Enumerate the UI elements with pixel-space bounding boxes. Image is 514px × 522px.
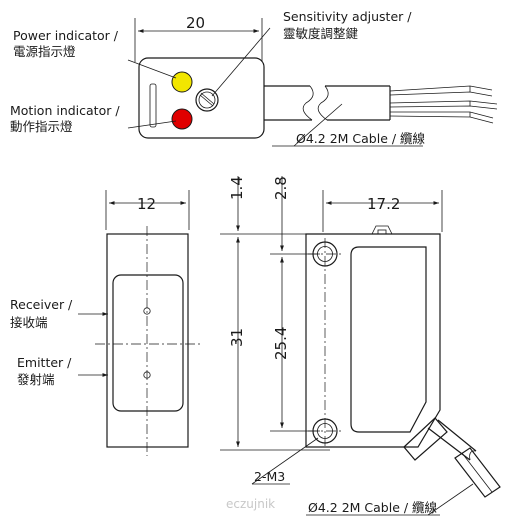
sensor-body-front bbox=[106, 233, 189, 448]
emitter-point bbox=[143, 371, 151, 379]
sensitivity-adjuster-label: Sensitivity adjuster / bbox=[283, 9, 412, 24]
cable-side bbox=[403, 417, 501, 498]
top-view: 20 bbox=[10, 9, 498, 147]
dim-25-4-label: 25.4 bbox=[272, 327, 290, 360]
dim-17-2-label: 17.2 bbox=[367, 195, 400, 213]
emitter-label: Emitter / bbox=[17, 355, 72, 370]
sensitivity-adjuster-knob bbox=[195, 88, 219, 112]
sensor-body-top bbox=[138, 57, 265, 139]
dim-31-label: 31 bbox=[228, 328, 246, 347]
cable-top bbox=[264, 85, 498, 124]
cable-label-top: Ø4.2 2M Cable / 纜線 bbox=[296, 131, 426, 146]
side-view: 17.2 31 1.4 25.4 2.8 bbox=[220, 176, 501, 516]
power-indicator-label-zh: 電源指示燈 bbox=[13, 44, 76, 59]
emitter-label-zh: 發射端 bbox=[17, 372, 55, 387]
motion-indicator-label-zh: 動作指示燈 bbox=[10, 119, 73, 134]
motion-indicator-led bbox=[171, 108, 193, 130]
receiver-point bbox=[143, 307, 151, 315]
watermark: eczujnik bbox=[226, 497, 275, 511]
side-window bbox=[350, 246, 427, 433]
receiver-label: Receiver / bbox=[10, 297, 73, 312]
sensitivity-adjuster-label-zh: 靈敏度調整鍵 bbox=[283, 26, 359, 41]
dim-2-8-label: 2.8 bbox=[272, 176, 290, 200]
lens-window bbox=[112, 274, 184, 412]
receiver-label-zh: 接收端 bbox=[10, 315, 48, 330]
dim-12-label: 12 bbox=[137, 195, 156, 213]
mount-holes-label: 2-M3 bbox=[254, 469, 285, 484]
dim-1-4-label: 1.4 bbox=[228, 176, 246, 200]
mount-hole-leader bbox=[251, 437, 319, 485]
power-indicator-led bbox=[171, 71, 193, 93]
front-view: 12 Receiver / 接收端 Emitter / 發射端 bbox=[10, 190, 200, 456]
dim-20-label: 20 bbox=[186, 14, 205, 32]
power-indicator-label: Power indicator / bbox=[13, 28, 119, 43]
cable-label-bottom: Ø4.2 2M Cable / 纜線 bbox=[308, 500, 438, 515]
motion-indicator-label: Motion indicator / bbox=[10, 103, 120, 118]
